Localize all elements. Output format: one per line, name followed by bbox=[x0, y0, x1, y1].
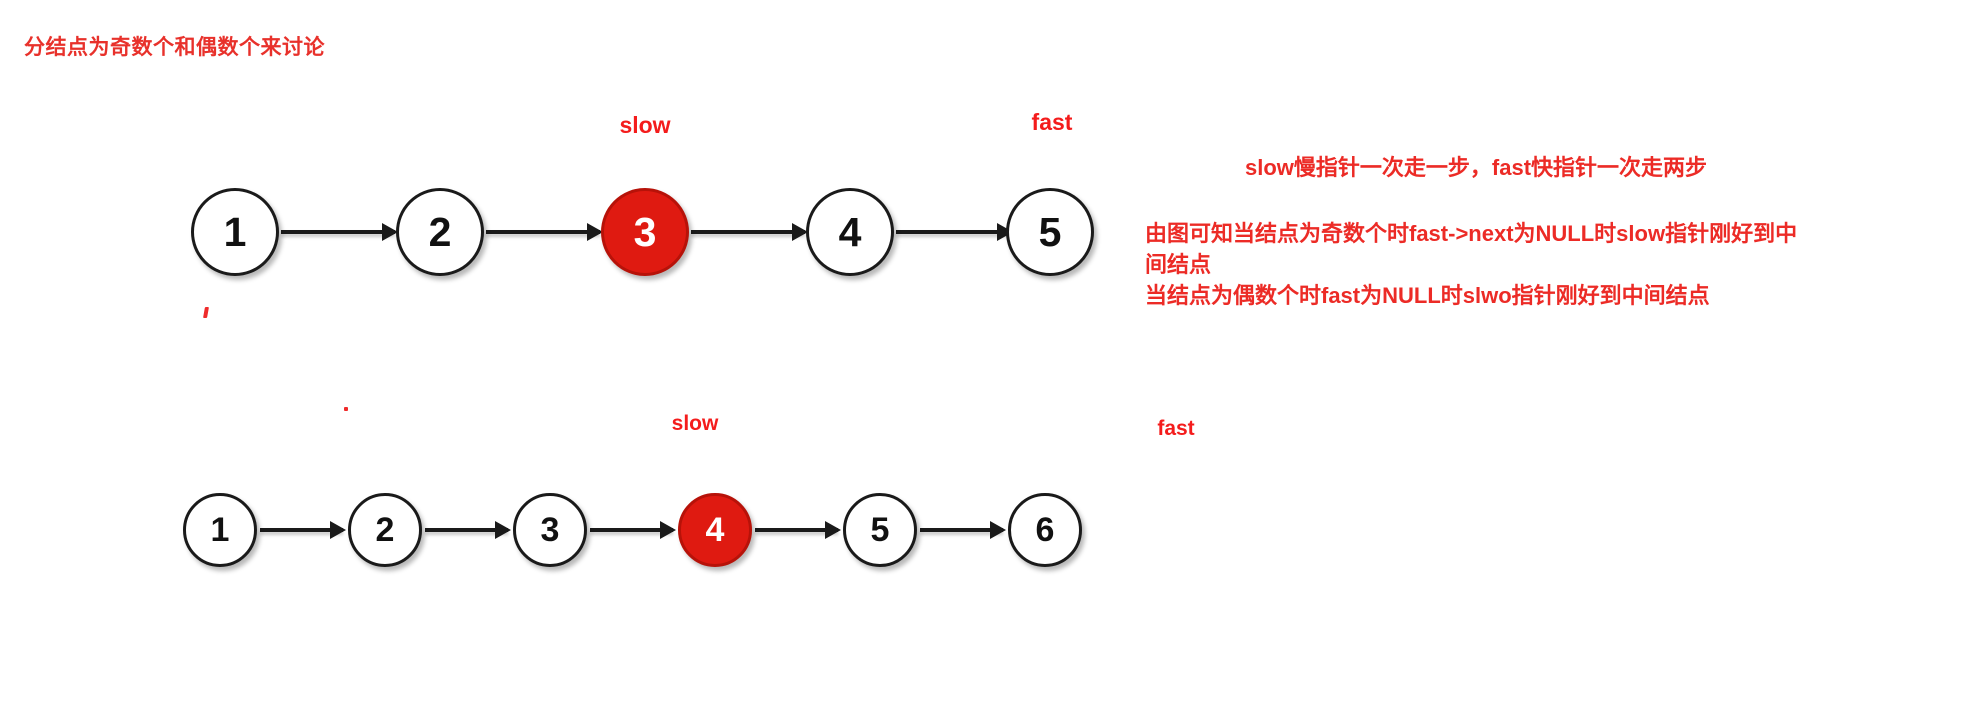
arrow-2-to-3 bbox=[425, 521, 511, 539]
annotation-block: 由图可知当结点为奇数个时fast->next为NULL时slow指针刚好到中 间… bbox=[1145, 218, 1955, 311]
list-node[interactable]: 4 bbox=[806, 188, 894, 276]
stray-mark-comma bbox=[203, 307, 209, 318]
list-node[interactable]: 6 bbox=[1008, 493, 1082, 567]
arrow-5-to-6 bbox=[920, 521, 1006, 539]
annotation-heading: slow慢指针一次走一步，fast快指针一次走两步 bbox=[1245, 155, 1708, 180]
pointer-label-slow-row2: slow bbox=[671, 412, 719, 435]
annotation-line-1: 由图可知当结点为奇数个时fast->next为NULL时slow指针刚好到中 bbox=[1145, 221, 1798, 246]
list-node-slow-highlight[interactable]: 4 bbox=[678, 493, 752, 567]
list-node[interactable]: 2 bbox=[396, 188, 484, 276]
arrow-1-to-2 bbox=[281, 223, 398, 241]
arrow-2-to-3 bbox=[486, 223, 603, 241]
pointer-label-fast-row2: fast bbox=[1157, 417, 1195, 440]
list-node[interactable]: 5 bbox=[1006, 188, 1094, 276]
list-node[interactable]: 1 bbox=[183, 493, 257, 567]
pointer-label-fast-row1: fast bbox=[1031, 109, 1073, 135]
pointer-label-slow-row1: slow bbox=[619, 112, 671, 138]
list-node[interactable]: 1 bbox=[191, 188, 279, 276]
list-node[interactable]: 2 bbox=[348, 493, 422, 567]
page-title: 分结点为奇数个和偶数个来讨论 bbox=[24, 36, 325, 59]
list-node[interactable]: 5 bbox=[843, 493, 917, 567]
arrow-1-to-2 bbox=[260, 521, 346, 539]
list-node[interactable]: 3 bbox=[513, 493, 587, 567]
arrow-4-to-5 bbox=[755, 521, 841, 539]
arrow-4-to-5 bbox=[896, 223, 1013, 241]
annotation-line-3: 当结点为偶数个时fast为NULL时slwo指针刚好到中间结点 bbox=[1145, 283, 1710, 308]
arrow-3-to-4 bbox=[691, 223, 808, 241]
arrow-3-to-4 bbox=[590, 521, 676, 539]
stray-mark-dot bbox=[344, 407, 348, 411]
annotation-line-2: 间结点 bbox=[1145, 252, 1212, 277]
list-node-slow-highlight[interactable]: 3 bbox=[601, 188, 689, 276]
